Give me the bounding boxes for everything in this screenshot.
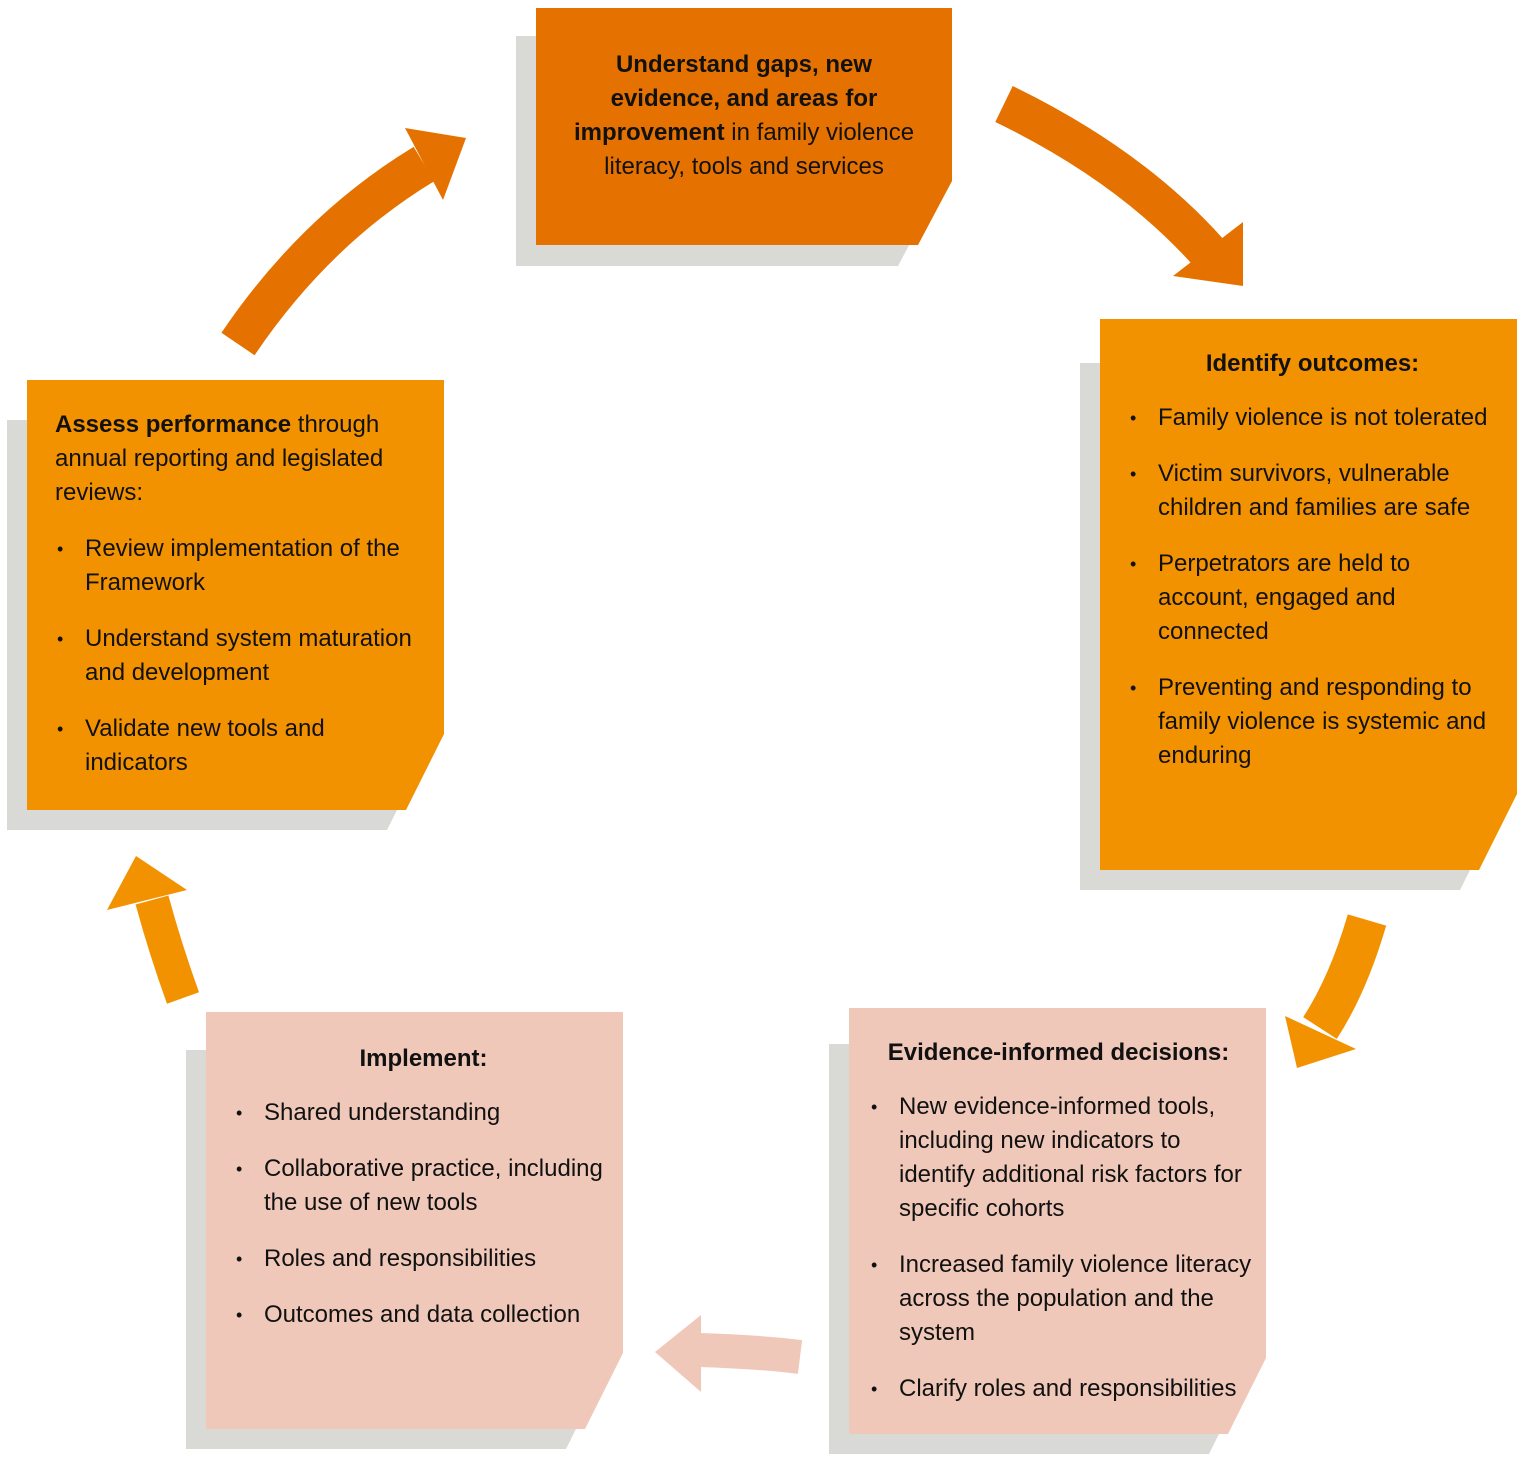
- assess-item: •Understand system maturation and develo…: [55, 622, 434, 690]
- identify-item: •Family violence is not tolerated: [1128, 401, 1497, 435]
- identify-item: •Preventing and responding to family vio…: [1128, 671, 1497, 773]
- bullet-dot: •: [236, 1159, 243, 1179]
- evidence-item: •New evidence-informed tools, including …: [869, 1090, 1258, 1226]
- evidence-item: •Increased family violence literacy acro…: [869, 1248, 1258, 1350]
- assess-intro: Assess performance through annual report…: [55, 408, 434, 510]
- identify-item: •Victim survivors, vulnerable children a…: [1128, 457, 1497, 525]
- arrow-evidence-to-implement: [699, 1333, 803, 1374]
- arrow-assess-to-top: [221, 146, 435, 356]
- implement-step-box: Implement: •Shared understanding •Collab…: [206, 1012, 623, 1429]
- arrow-identify-to-evidence: [1303, 914, 1387, 1039]
- top-step-bold: Understand gaps, new evidence, and areas…: [573, 51, 878, 146]
- bullet-dot: •: [1130, 554, 1137, 574]
- implement-item: •Roles and responsibilities: [234, 1242, 613, 1276]
- bullet-dot: •: [871, 1097, 878, 1117]
- arrow-identify-to-evidence-head: [1285, 1016, 1356, 1068]
- top-step-text: in family violence literacy, tools and s…: [604, 119, 915, 180]
- bullet-dot: •: [57, 719, 64, 739]
- bullet-dot: •: [236, 1249, 243, 1269]
- implement-item: •Shared understanding: [234, 1096, 613, 1130]
- identify-title: Identify outcomes:: [1205, 350, 1420, 377]
- assess-item: •Review implementation of the Framework: [55, 532, 434, 600]
- arrow-assess-to-top-head: [405, 128, 466, 200]
- identify-item: •Perpetrators are held to account, engag…: [1128, 547, 1497, 649]
- assess-item: •Validate new tools and indicators: [55, 712, 434, 780]
- top-step-box: Understand gaps, new evidence, and areas…: [536, 8, 952, 245]
- assess-step-box: Assess performance through annual report…: [27, 380, 444, 810]
- arrow-implement-to-assess-head: [107, 856, 187, 910]
- identify-step-box: Identify outcomes: •Family violence is n…: [1100, 319, 1517, 870]
- bullet-dot: •: [236, 1103, 243, 1123]
- implement-title: Implement:: [359, 1045, 488, 1072]
- assess-text: through annual reporting and legislated …: [55, 411, 384, 506]
- arrow-implement-to-assess: [135, 895, 199, 1004]
- arrow-evidence-to-implement-head: [655, 1315, 701, 1392]
- arrow-top-to-identify-head: [1173, 222, 1243, 286]
- bullet-dot: •: [871, 1379, 878, 1399]
- bullet-dot: •: [1130, 464, 1137, 484]
- arrow-top-to-identify: [995, 86, 1223, 266]
- evidence-title: Evidence-informed decisions:: [887, 1039, 1230, 1066]
- evidence-item: •Clarify roles and responsibilities: [869, 1372, 1258, 1406]
- implement-item: •Outcomes and data collection: [234, 1298, 613, 1332]
- bullet-dot: •: [57, 629, 64, 649]
- implement-item: •Collaborative practice, including the u…: [234, 1152, 613, 1220]
- bullet-dot: •: [1130, 408, 1137, 428]
- bullet-dot: •: [1130, 678, 1137, 698]
- bullet-dot: •: [871, 1255, 878, 1275]
- assess-bold: Assess performance: [55, 411, 292, 438]
- bullet-dot: •: [236, 1305, 243, 1325]
- bullet-dot: •: [57, 539, 64, 559]
- evidence-step-box: Evidence-informed decisions: •New eviden…: [849, 1008, 1266, 1434]
